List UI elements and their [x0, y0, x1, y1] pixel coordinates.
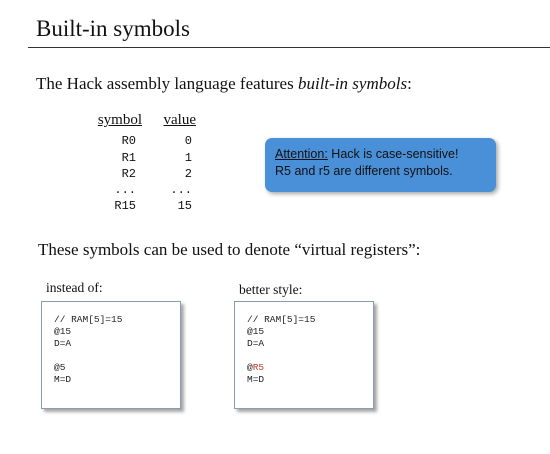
- intro-emphasis: built-in symbols: [297, 74, 408, 93]
- attention-label: Attention:: [275, 147, 328, 161]
- symbol-cell: R1: [121, 151, 136, 165]
- code-line: D=A: [247, 338, 265, 349]
- code-line: M=D: [54, 374, 72, 385]
- symbol-header: symbol: [97, 112, 142, 128]
- code-line: M=D: [247, 374, 265, 385]
- code-line: [247, 350, 373, 362]
- right-code-box: // RAM[5]=15 @15 D=A @R5 M=D: [234, 301, 374, 409]
- code-line: [54, 350, 180, 362]
- value-cell: 2: [184, 167, 192, 181]
- symbol-cell: R15: [114, 199, 136, 213]
- slide-title: Built-in symbols: [36, 16, 190, 41]
- attention-callout: Attention: Hack is case-sensitive! R5 an…: [265, 138, 496, 192]
- code-line: D=A: [54, 338, 72, 349]
- intro-prefix: The Hack assembly language features: [36, 74, 298, 93]
- symbol-cell: ...: [114, 183, 136, 197]
- code-line: @5: [54, 362, 66, 373]
- left-code-box: // RAM[5]=15 @15 D=A @5 M=D: [41, 301, 181, 409]
- code-line: // RAM[5]=15: [54, 314, 123, 325]
- subheading: These symbols can be used to denote “vir…: [38, 240, 421, 259]
- value-cell: ...: [170, 183, 192, 197]
- attention-line2: R5 and r5 are different symbols.: [275, 164, 453, 178]
- value-cell: 0: [184, 134, 192, 148]
- intro-suffix: :: [407, 74, 412, 93]
- right-example-caption: better style:: [239, 282, 303, 297]
- code-line: @15: [54, 326, 72, 337]
- symbol-cell: R2: [121, 167, 136, 181]
- value-cell: 15: [177, 199, 192, 213]
- code-line-highlighted: @R5: [247, 362, 373, 374]
- at-sign: @: [247, 362, 253, 373]
- highlighted-symbol: R5: [252, 362, 265, 373]
- intro-text: The Hack assembly language features buil…: [36, 74, 412, 94]
- left-example-caption: instead of:: [46, 280, 103, 295]
- symbol-cell: R0: [121, 134, 136, 148]
- attention-line1: Hack is case-sensitive!: [327, 147, 459, 161]
- value-cell: 1: [184, 151, 192, 165]
- value-header: value: [163, 112, 196, 128]
- code-line: // RAM[5]=15: [247, 314, 316, 325]
- title-divider: [28, 47, 550, 48]
- code-line: @15: [247, 326, 265, 337]
